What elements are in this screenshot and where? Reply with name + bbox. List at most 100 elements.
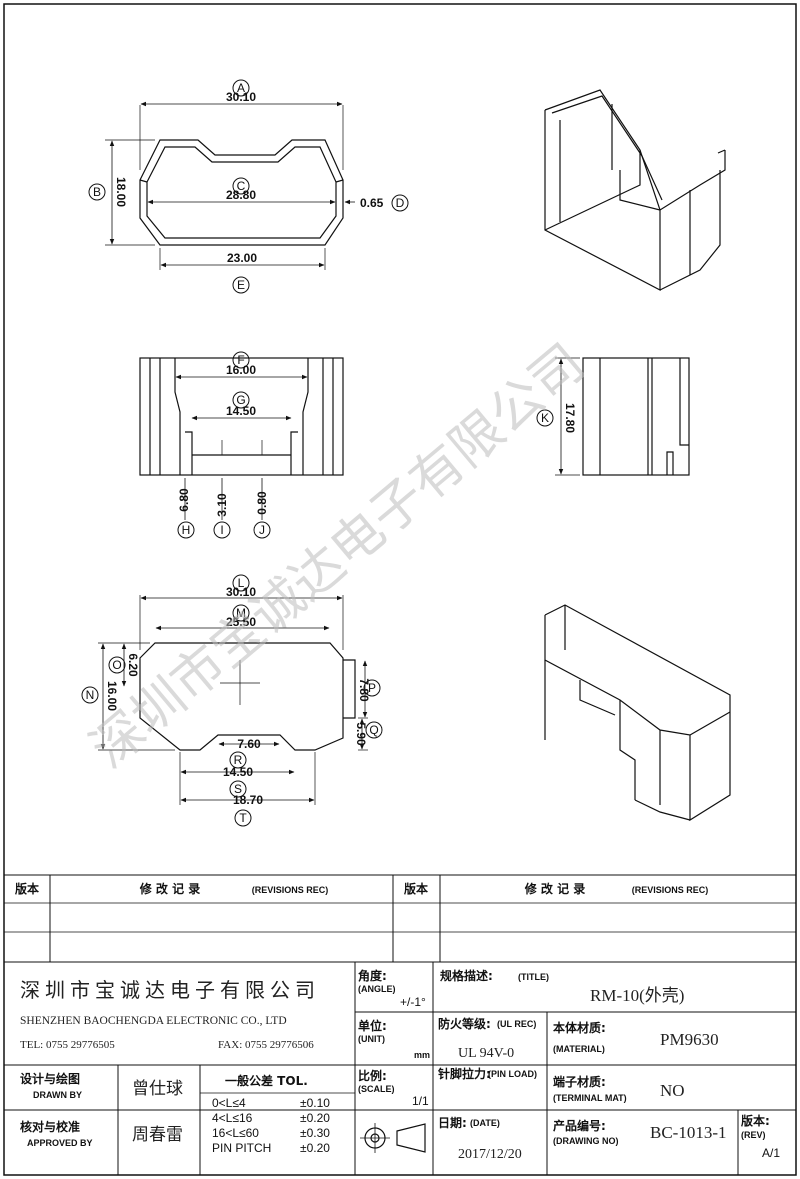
- drawn-by-label: 设计与绘图: [20, 1071, 80, 1086]
- letter-L: L: [238, 576, 245, 590]
- rev-label: 版本:: [741, 1113, 770, 1128]
- tol-range-4: PIN PITCH: [212, 1141, 271, 1155]
- dim-G-value: 14.50: [226, 404, 256, 418]
- spec-label-en: (TITLE): [518, 972, 549, 982]
- projection-symbol-icon: [360, 1123, 426, 1153]
- dim-R-value: 7.60: [237, 737, 261, 751]
- rev-col-record-en-left: (REVISIONS REC): [252, 885, 329, 895]
- company-tel: TEL: 0755 29776505: [20, 1039, 115, 1051]
- letter-O: O: [112, 658, 121, 672]
- rev-col-version-left: 版本: [15, 881, 39, 896]
- approved-by-label-en: APPROVED BY: [27, 1138, 93, 1148]
- tolerance-title: 一般公差 TOL.: [225, 1073, 308, 1088]
- iso-view-lower: [544, 604, 731, 822]
- approved-by-label: 核对与校准: [20, 1119, 80, 1134]
- dim-L-value: 30.10: [226, 585, 256, 599]
- side-view: [555, 357, 690, 476]
- fire-rating-label-en: (UL REC): [497, 1019, 536, 1029]
- rev-col-version-right: 版本: [404, 881, 428, 896]
- letter-R: R: [234, 753, 243, 767]
- dim-I-value: 3.10: [215, 493, 229, 517]
- letter-S: S: [234, 782, 242, 796]
- rev-label-en: (REV): [741, 1130, 766, 1140]
- material-value: PM9630: [660, 1030, 719, 1049]
- top-view: [105, 101, 355, 270]
- dim-C-value: 28.80: [226, 188, 256, 202]
- fire-rating-value: UL 94V-0: [458, 1046, 514, 1061]
- date-value: 2017/12/20: [458, 1147, 522, 1162]
- tol-value-4: ±0.20: [300, 1141, 330, 1155]
- dim-F-value: 16.00: [226, 363, 256, 377]
- tol-value-2: ±0.20: [300, 1111, 330, 1125]
- angle-value: +/-1°: [400, 995, 426, 1009]
- rev-value: A/1: [762, 1146, 780, 1160]
- letter-T: T: [239, 811, 247, 825]
- drawing-no-value: BC-1013-1: [650, 1123, 727, 1142]
- letter-D: D: [396, 196, 405, 210]
- letter-J: J: [259, 523, 265, 537]
- unit-value: mm: [414, 1050, 430, 1060]
- iso-view-upper: [544, 89, 726, 291]
- drawn-by-label-en: DRAWN BY: [33, 1090, 82, 1100]
- front-view: [139, 357, 344, 520]
- dim-E-value: 23.00: [227, 251, 257, 265]
- angle-label-en: (ANGLE): [358, 984, 396, 994]
- letter-F: F: [237, 353, 244, 367]
- dim-Q-value: 5.90: [354, 722, 368, 746]
- letter-C: C: [237, 179, 246, 193]
- dimension-letters: [81, 79, 554, 827]
- material-label: 本体材质:: [553, 1020, 606, 1035]
- dim-D-value: 0.65: [360, 196, 384, 210]
- tol-value-3: ±0.30: [300, 1126, 330, 1140]
- letter-H: H: [182, 523, 191, 537]
- pin-load-label-en: (PIN LOAD): [488, 1069, 537, 1079]
- date-label-en: (DATE): [470, 1118, 500, 1128]
- drawing-no-label-en: (DRAWING NO): [553, 1136, 619, 1146]
- terminal-value: NO: [660, 1081, 685, 1100]
- dim-J-value: 0.80: [255, 491, 269, 515]
- rev-col-record-en-right: (REVISIONS REC): [632, 885, 709, 895]
- letter-M: M: [236, 606, 246, 620]
- terminal-label-en: (TERMINAL MAT): [553, 1093, 627, 1103]
- unit-label-en: (UNIT): [358, 1034, 385, 1044]
- scale-label: 比例:: [358, 1068, 387, 1083]
- letter-Q: Q: [369, 723, 378, 737]
- tol-range-1: 0<L≤4: [212, 1096, 246, 1110]
- letter-A: A: [237, 81, 245, 95]
- letter-K: K: [541, 411, 549, 425]
- letter-I: I: [220, 523, 223, 537]
- terminal-label: 端子材质:: [553, 1074, 606, 1089]
- dim-M-value: 25.50: [226, 615, 256, 629]
- letter-N: N: [86, 688, 95, 702]
- watermark: 深圳市宝诚达电子有限公司: [80, 333, 597, 780]
- rev-col-record-left: 修 改 记 录: [139, 881, 201, 896]
- letter-P: P: [368, 681, 376, 695]
- rev-col-record-right: 修 改 记 录: [524, 881, 586, 896]
- company-name-en: SHENZHEN BAOCHENGDA ELECTRONIC CO., LTD: [20, 1015, 287, 1027]
- letter-B: B: [93, 185, 101, 199]
- dim-H-value: 6.80: [177, 488, 191, 512]
- tol-range-3: 16<L≤60: [212, 1126, 259, 1140]
- scale-value: 1/1: [412, 1094, 429, 1108]
- sheet-border: [3, 3, 797, 1176]
- spec-value: RM-10(外壳): [590, 986, 684, 1005]
- approved-by-value: 周春雷: [132, 1125, 183, 1144]
- dim-S-value: 14.50: [223, 765, 253, 779]
- bottom-view: [98, 595, 368, 805]
- dim-O-value: 6.20: [126, 653, 140, 677]
- company-name-cn: 深圳市宝诚达电子有限公司: [20, 979, 320, 1002]
- tol-value-1: ±0.10: [300, 1096, 330, 1110]
- material-label-en: (MATERIAL): [553, 1044, 605, 1054]
- company-fax: FAX: 0755 29776506: [218, 1039, 314, 1051]
- dim-K-value: 17.80: [563, 403, 577, 433]
- angle-label: 角度:: [358, 968, 387, 983]
- fire-rating-label: 防火等级:: [438, 1016, 491, 1031]
- spec-label: 规格描述:: [440, 968, 493, 983]
- pin-load-label: 针脚拉力:: [438, 1066, 491, 1081]
- dim-N-value: 16.00: [105, 681, 119, 711]
- dim-B-value: 18.00: [114, 177, 128, 207]
- dim-A-value: 30.10: [226, 90, 256, 104]
- date-label: 日期:: [438, 1115, 467, 1130]
- title-block-grid: [4, 962, 796, 1175]
